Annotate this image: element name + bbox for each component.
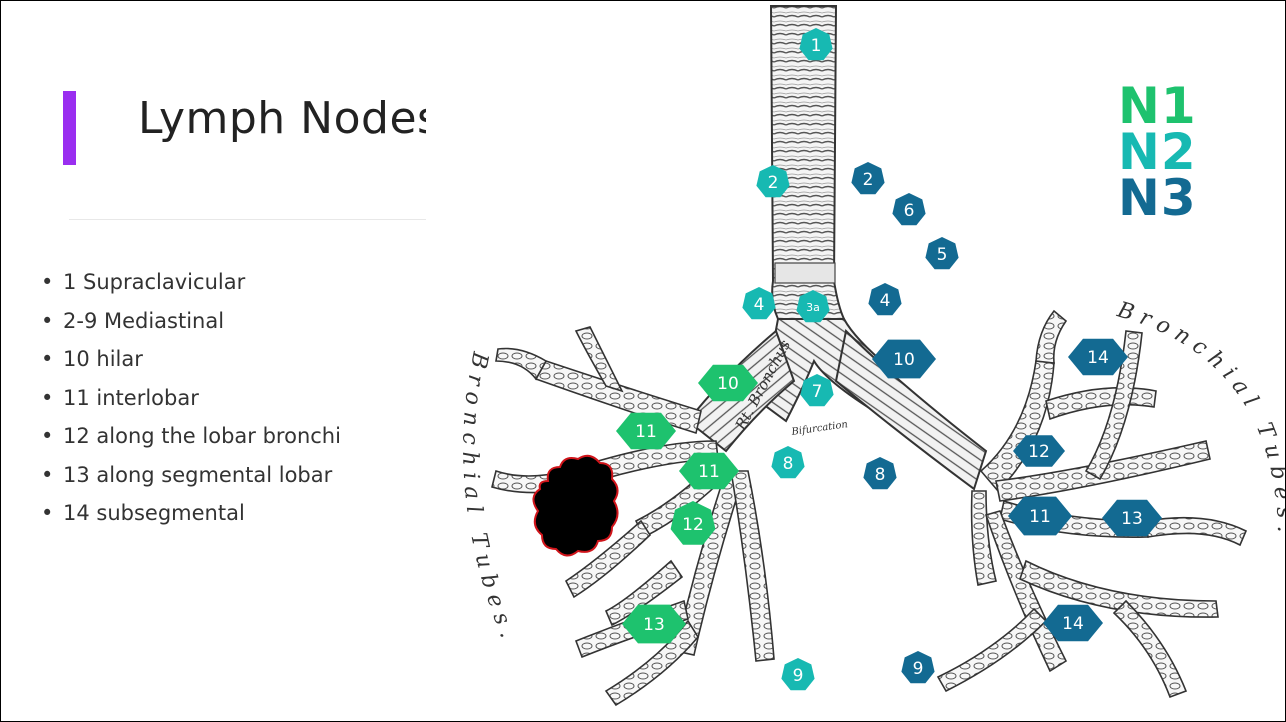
bullet-text: 12 along the lobar bronchi [63, 424, 341, 448]
node-label: 8 [875, 465, 886, 485]
node-label: 9 [913, 659, 924, 679]
node-label: 7 [812, 382, 823, 402]
node-label: 1 [811, 36, 822, 56]
bullet-marker: • [41, 340, 63, 379]
legend-n3: N3 [1118, 175, 1228, 221]
slide-title: Lymph Nodes [138, 93, 440, 144]
bullet-marker: • [41, 417, 63, 456]
node-label: 6 [904, 201, 915, 221]
lymph-node-station-5: 5 [925, 237, 958, 269]
bullet-item: •13 along segmental lobar [41, 456, 341, 495]
bullet-marker: • [41, 379, 63, 418]
node-label: 12 [682, 515, 704, 535]
node-label: 11 [635, 422, 657, 442]
node-label: 4 [880, 291, 891, 311]
bullet-marker: • [41, 263, 63, 302]
bullet-text: 13 along segmental lobar [63, 463, 332, 487]
node-label: 2 [768, 173, 779, 193]
node-label: 5 [937, 245, 948, 265]
node-label: 2 [863, 170, 874, 190]
bullet-text: 10 hilar [63, 347, 143, 371]
node-label: 14 [1087, 348, 1109, 368]
node-label: 9 [793, 666, 804, 686]
left-arc-caption: Bronchial Tubes. [457, 349, 522, 648]
lymph-node-station-8: 8 [863, 457, 896, 489]
node-label: 11 [698, 462, 720, 482]
node-label: 10 [893, 350, 915, 370]
node-label: 14 [1062, 614, 1084, 634]
bullet-text: 1 Supraclavicular [63, 270, 245, 294]
tumor-mass [533, 456, 617, 556]
bifurcation-caption: Bifurcation [790, 419, 849, 438]
node-label: 8 [783, 454, 794, 474]
node-label: 10 [717, 374, 739, 394]
accent-bar [63, 91, 76, 165]
lymph-node-station-4: 4 [868, 283, 901, 315]
lymph-node-station-2: 2 [851, 162, 884, 194]
bullet-item: •2-9 Mediastinal [41, 302, 341, 341]
bullet-text: 2-9 Mediastinal [63, 309, 224, 333]
lymph-node-station-14: 14 [1068, 339, 1128, 375]
bullet-text: 14 subsegmental [63, 501, 245, 525]
node-label: 3a [806, 301, 820, 314]
station-legend: N1 N2 N3 [1118, 83, 1228, 221]
bullet-item: •12 along the lobar bronchi [41, 417, 341, 456]
node-label: 12 [1028, 442, 1050, 462]
bullet-item: •10 hilar [41, 340, 341, 379]
node-label: 13 [643, 615, 665, 635]
lymph-node-station-9: 9 [901, 651, 934, 683]
node-label: 4 [754, 295, 765, 315]
node-label: 13 [1121, 509, 1143, 529]
node-label: 11 [1029, 507, 1051, 527]
bullet-item: •1 Supraclavicular [41, 263, 341, 302]
lymph-node-station-6: 6 [892, 193, 925, 225]
bullet-item: •14 subsegmental [41, 494, 341, 533]
bullet-marker: • [41, 456, 63, 495]
bullet-marker: • [41, 302, 63, 341]
lymph-node-station-8: 8 [771, 446, 804, 478]
bullet-marker: • [41, 494, 63, 533]
bullet-item: •11 interlobar [41, 379, 341, 418]
bullet-list: •1 Supraclavicular •2-9 Mediastinal •10 … [41, 263, 341, 533]
lymph-node-station-4: 4 [742, 287, 775, 319]
lymph-node-station-9: 9 [781, 658, 814, 690]
bullet-text: 11 interlobar [63, 386, 199, 410]
